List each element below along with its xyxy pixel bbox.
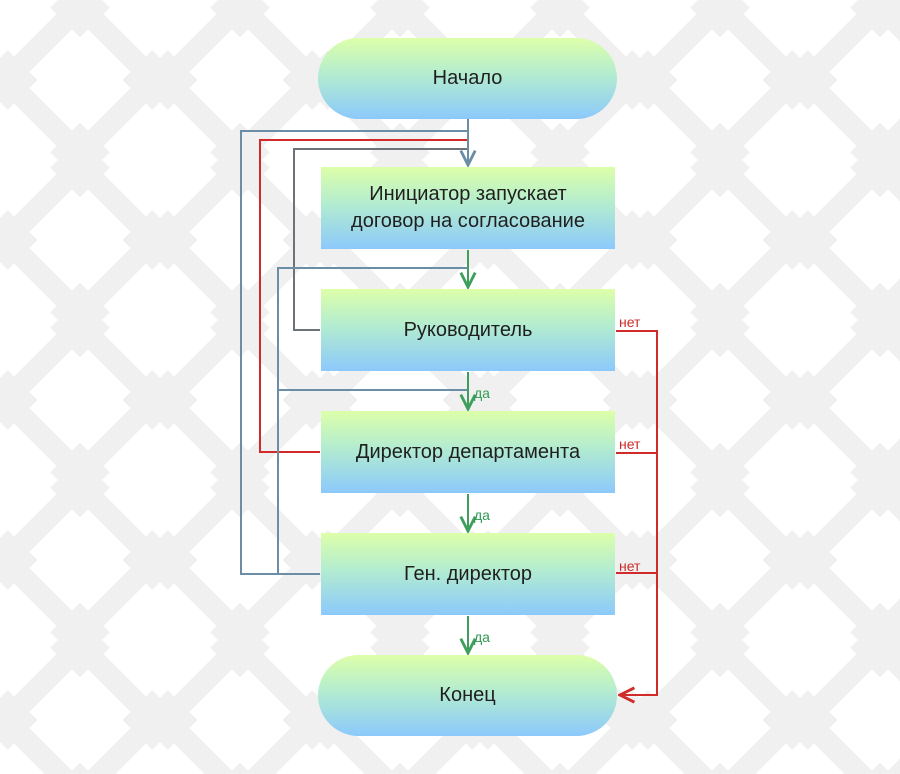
yes-label-manager: да xyxy=(474,385,490,401)
manager-node-label: Руководитель xyxy=(403,318,533,341)
yes-label-gen-director: да xyxy=(474,629,490,645)
gen-director-node-label: Ген. директор xyxy=(403,562,533,585)
start-node: Начало xyxy=(318,38,617,119)
no-label-dept-director: нет xyxy=(619,436,641,452)
loop-dept-director-to-initiator xyxy=(259,139,468,453)
loop-manager-to-initiator xyxy=(293,148,468,331)
end-node: Конец xyxy=(318,655,617,736)
no-label-gen-director: нет xyxy=(619,558,641,574)
reject-manager xyxy=(616,330,658,695)
end-node-label: Конец xyxy=(439,684,496,706)
start-node-label: Начало xyxy=(432,67,503,89)
no-label-manager: нет xyxy=(619,314,641,330)
loop-inner-bracket xyxy=(277,267,468,575)
dept-director-node: Директор департамента xyxy=(321,411,615,493)
yes-label-dept-director: да xyxy=(474,507,490,523)
initiator-node-label: Инициатор запускает договор на согласова… xyxy=(351,183,585,232)
gen-director-node: Ген. директор xyxy=(321,533,615,615)
dept-director-node-label: Директор департамента xyxy=(355,440,581,463)
manager-node: Руководитель xyxy=(321,289,615,371)
initiator-node: Инициатор запускает договор на согласова… xyxy=(321,167,615,249)
